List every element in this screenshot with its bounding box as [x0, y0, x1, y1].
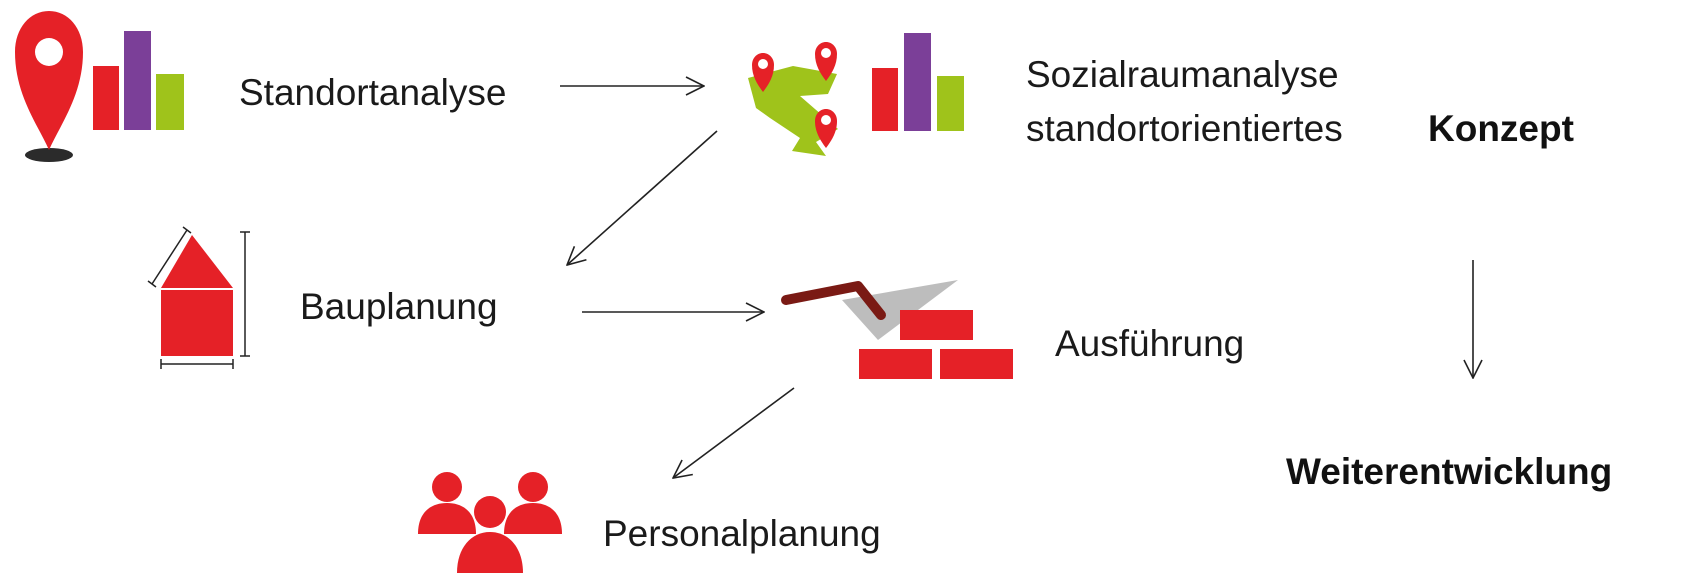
house-plan-icon	[147, 226, 250, 369]
label-konzept: Konzept	[1428, 108, 1574, 149]
trowel-bricks-icon	[781, 280, 1013, 379]
label-weiterentwicklung: Weiterentwicklung	[1286, 451, 1613, 492]
location-bar-chart-icon	[15, 11, 184, 162]
label-sozialraumanalyse: Sozialraumanalyse	[1026, 54, 1339, 95]
label-standortanalyse: Standortanalyse	[239, 72, 507, 113]
flow-arrows	[560, 86, 1473, 478]
arrow-sozialraum-to-bauplanung	[567, 130, 718, 265]
label-personalplanung: Personalplanung	[603, 513, 881, 554]
label-standortorientiertes: standortorientiertes	[1026, 108, 1343, 149]
label-ausfuehrung: Ausführung	[1055, 323, 1245, 364]
arrow-ausfuehrung-to-personal	[673, 387, 795, 478]
map-pins-bar-chart-icon	[748, 33, 964, 156]
people-group-icon	[418, 472, 562, 573]
label-bauplanung: Bauplanung	[300, 286, 498, 327]
